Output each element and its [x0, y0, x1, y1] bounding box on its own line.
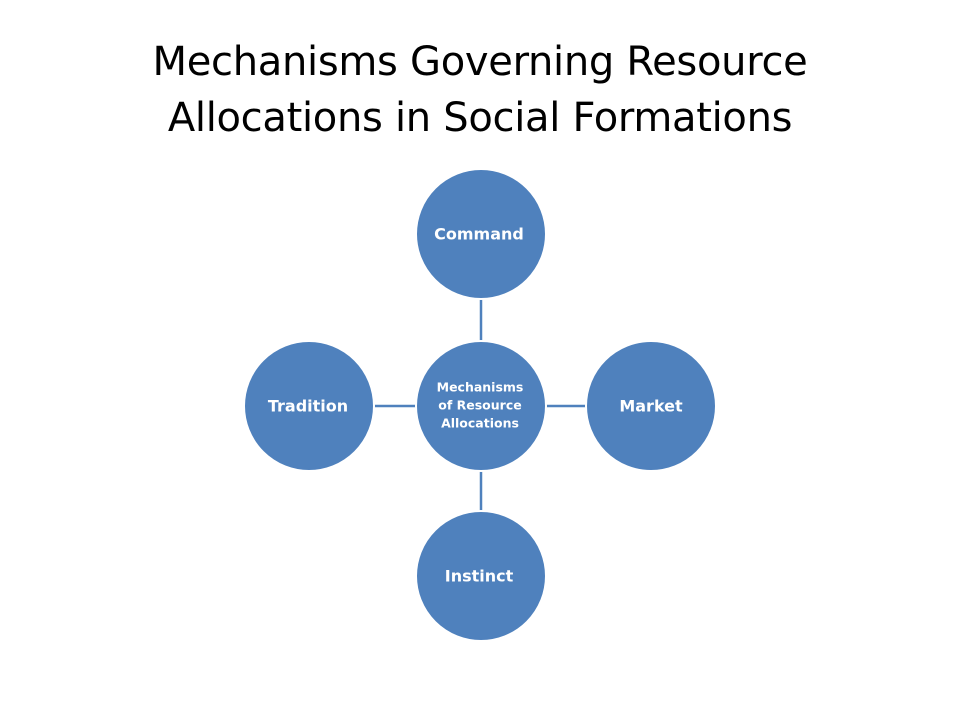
- slide-title-line-1: Mechanisms Governing Resource: [152, 39, 808, 85]
- node-market: Market: [585, 340, 717, 472]
- node-tradition-label: Tradition: [268, 397, 348, 416]
- node-command-circle: [415, 168, 547, 300]
- node-center-label-line-3: Allocations: [441, 416, 519, 431]
- node-tradition-circle: [243, 340, 375, 472]
- node-market-label: Market: [619, 397, 683, 416]
- node-market-circle: [585, 340, 717, 472]
- node-instinct-label: Instinct: [445, 567, 514, 586]
- slide-title: Mechanisms Governing Resource Allocation…: [40, 34, 920, 146]
- node-instinct-circle: [415, 510, 547, 642]
- node-command-label: Command: [434, 225, 524, 244]
- node-center-label-line-2: of Resource: [438, 398, 521, 413]
- node-tradition: Tradition: [243, 340, 375, 472]
- node-center-circle: [415, 340, 547, 472]
- slide-title-line-2: Allocations in Social Formations: [167, 95, 793, 141]
- node-center: Mechanisms of Resource Allocations: [415, 340, 547, 472]
- node-instinct: Instinct: [415, 510, 547, 642]
- node-command: Command: [415, 168, 547, 300]
- node-center-label-line-1: Mechanisms: [437, 380, 524, 395]
